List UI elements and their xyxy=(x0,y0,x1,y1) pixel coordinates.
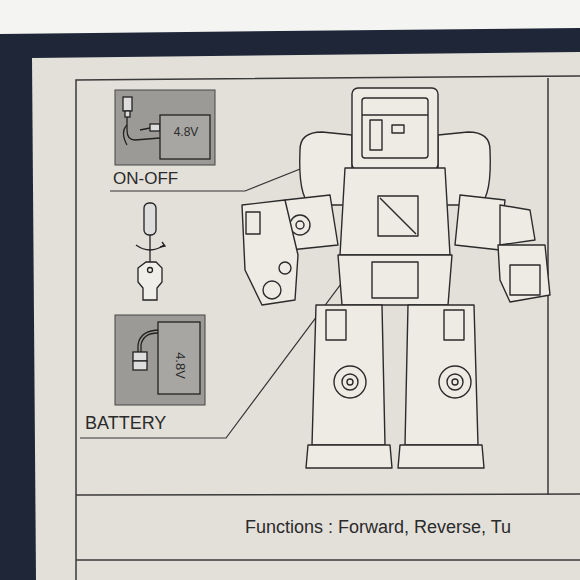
battery-pack xyxy=(158,322,200,394)
functions-text: Functions : Forward, Reverse, Tu xyxy=(245,518,511,536)
paper-panel xyxy=(32,52,580,580)
screwdriver-icon xyxy=(136,203,165,300)
box-edge xyxy=(0,28,580,580)
robot-illustration xyxy=(242,88,550,468)
battery-pack xyxy=(160,115,210,159)
switch-icon: 4.8VON-OFF xyxy=(115,90,215,165)
battery-icon-box xyxy=(115,315,205,405)
battery-icon: 4.8VBATTERY xyxy=(115,315,205,405)
voltage-label: 4.8V xyxy=(174,352,187,379)
voltage-label: 4.8V xyxy=(174,126,199,138)
part-label: BATTERY xyxy=(85,414,166,432)
part-label: ON-OFF xyxy=(113,170,178,187)
functions-band: Functions : Forward, Reverse, Tu xyxy=(76,496,580,559)
charger-plug xyxy=(123,97,160,145)
battery-connector xyxy=(133,330,160,370)
panel-frame xyxy=(76,76,580,580)
switch-icon-box xyxy=(115,90,215,165)
